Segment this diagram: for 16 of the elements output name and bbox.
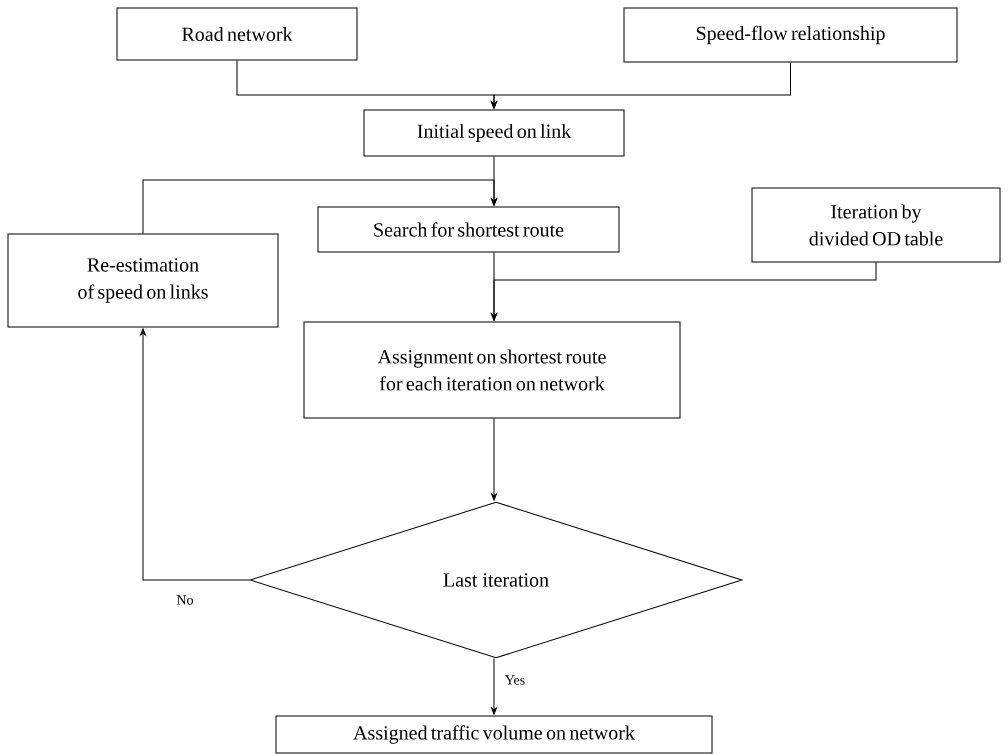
arrow <box>491 262 877 321</box>
edge-label: Yes <box>503 674 527 686</box>
arrow <box>140 328 250 581</box>
process-box: Assigned traffic volume on network <box>275 715 713 754</box>
arrow <box>142 179 497 234</box>
arrow <box>491 658 497 715</box>
process-box: Initial speed on link <box>363 109 625 157</box>
process-box: Search for shortest route <box>317 206 620 253</box>
process-box: Road network <box>116 7 358 61</box>
process-box: Assignment on shortest route for each iteration on network <box>303 321 681 419</box>
edge-label: No <box>175 594 195 606</box>
process-box: Speed-flow relationship <box>623 7 958 63</box>
process-box: Iteration by divided OD table <box>751 187 1001 263</box>
arrow <box>491 62 791 109</box>
arrow <box>491 418 497 501</box>
process-box: Re-estimation of speed on links <box>7 233 279 328</box>
